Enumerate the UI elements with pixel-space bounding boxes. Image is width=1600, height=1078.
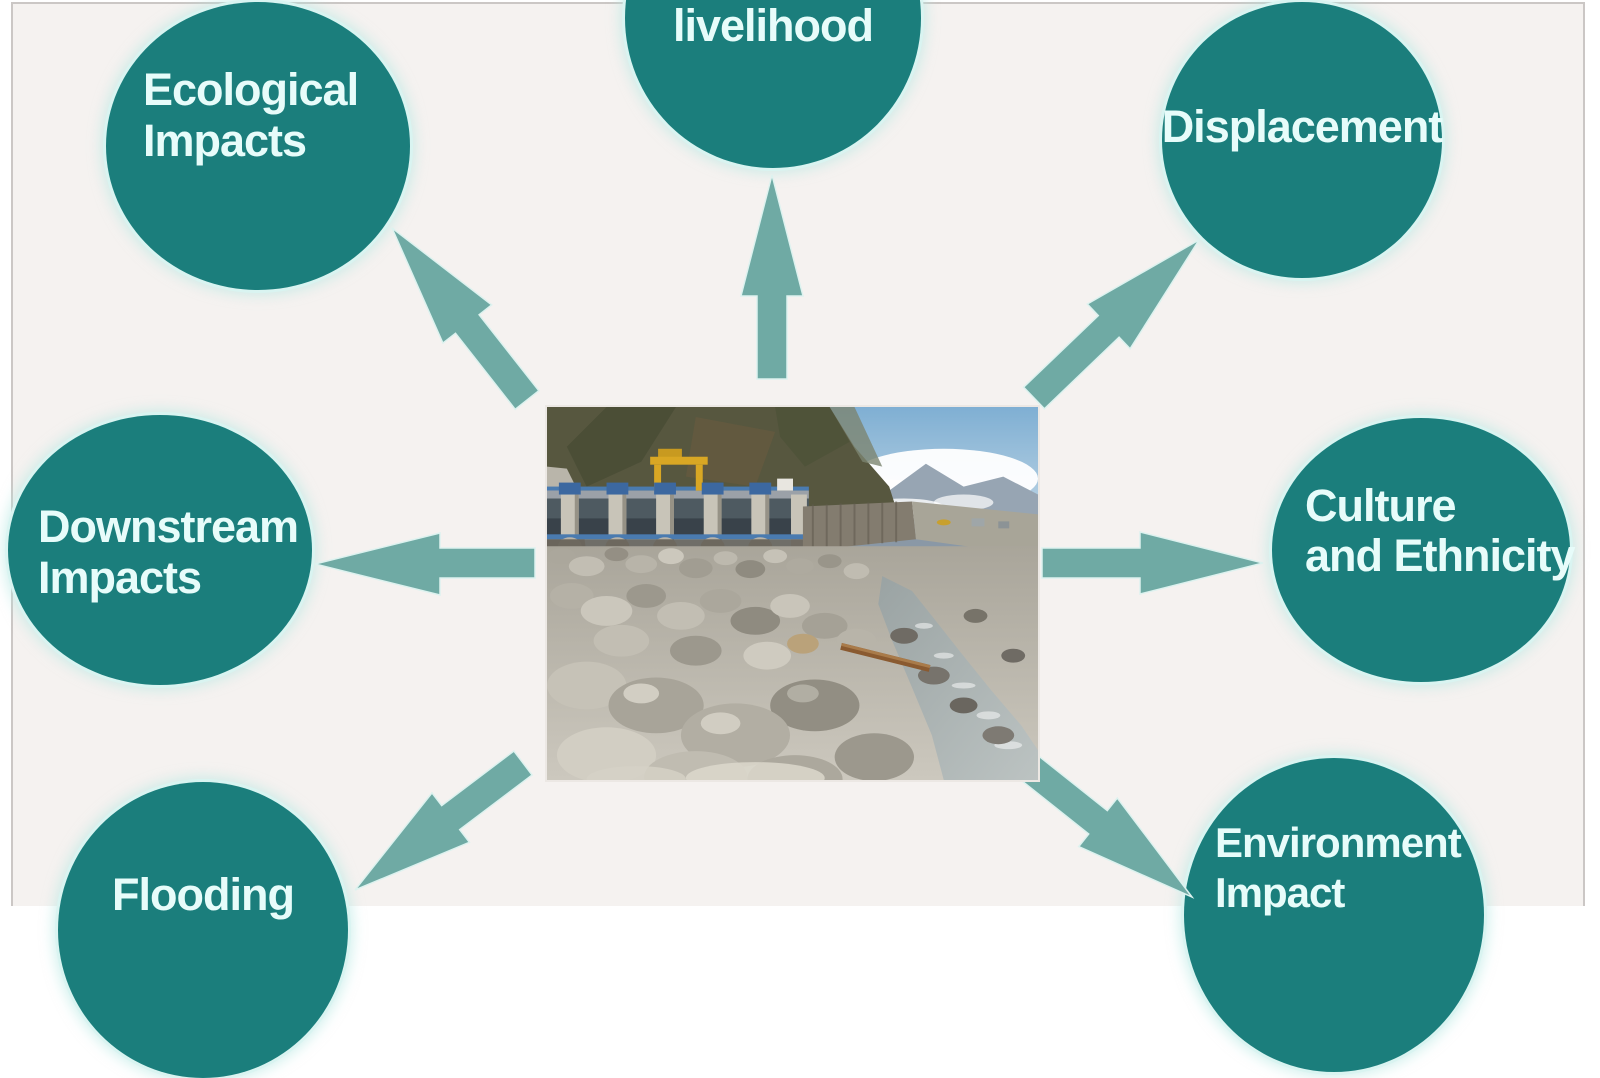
arrow-up-left-icon bbox=[391, 227, 540, 411]
dam-photo bbox=[545, 405, 1040, 782]
dam-photo-illustration bbox=[547, 407, 1038, 780]
arrow-up-right-icon bbox=[1022, 239, 1200, 410]
arrow-up-icon bbox=[740, 174, 804, 380]
node-displacement bbox=[1162, 2, 1442, 278]
connector-arrows bbox=[314, 174, 1264, 899]
arrow-down-left-icon bbox=[354, 749, 534, 891]
label-livelihood: livelihood bbox=[672, 0, 874, 51]
node-culture-and-ethnicity bbox=[1272, 418, 1570, 682]
label-flooding: Flooding bbox=[112, 869, 295, 920]
label-environment-impact: Environment Impact bbox=[1215, 819, 1462, 916]
diagram: livelihood Ecological Impacts Displaceme… bbox=[8, 0, 1576, 1078]
node-ecological-impacts bbox=[106, 2, 410, 290]
arrow-left-icon bbox=[314, 532, 536, 596]
label-culture-and-ethnicity: Culture and Ethnicity bbox=[1305, 480, 1576, 581]
node-downstream-impacts bbox=[8, 415, 312, 685]
label-displacement: Displacement bbox=[1161, 101, 1444, 152]
label-downstream-impacts: Downstream Impacts bbox=[38, 501, 299, 603]
arrow-down-right-icon bbox=[1015, 752, 1195, 899]
arrow-right-icon bbox=[1041, 531, 1264, 595]
label-ecological-impacts: Ecological Impacts bbox=[143, 64, 359, 166]
